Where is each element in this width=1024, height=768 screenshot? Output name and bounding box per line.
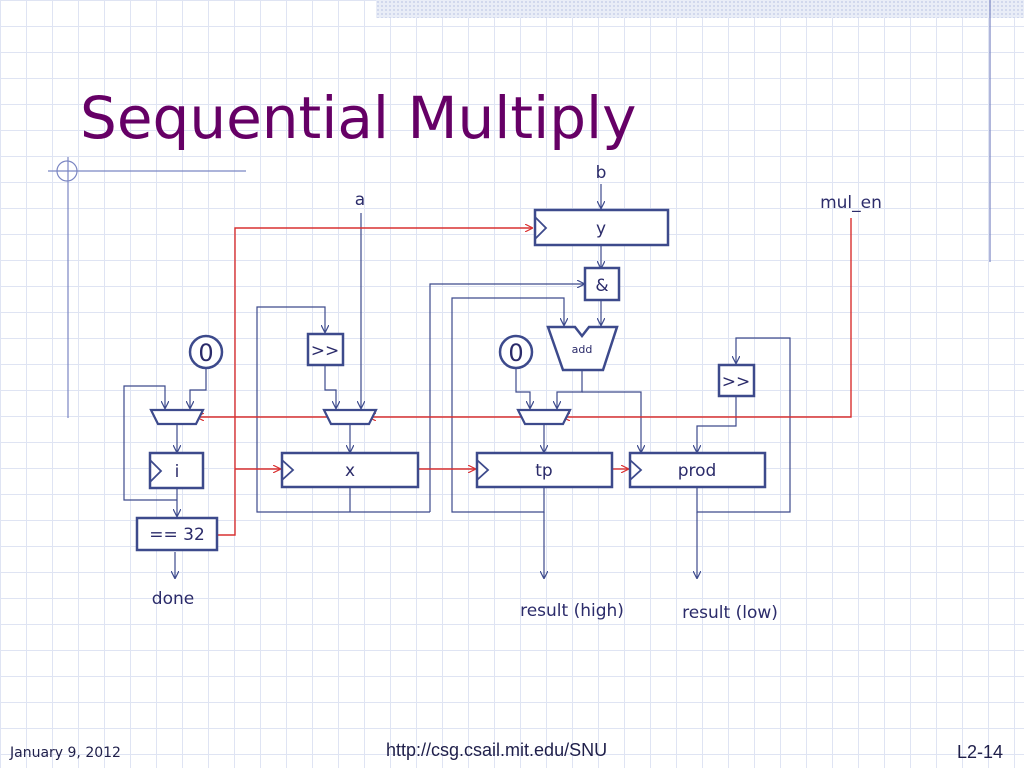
constant-zero-i: 0 [188,334,224,370]
data-wires [123,184,791,578]
header-band [376,0,1024,18]
page-number: L2-14 [957,742,1004,762]
register-prod-label: prod [678,461,717,481]
output-result-low-label: result (low) [682,603,778,623]
shift-right-prod-label: >> [722,372,751,392]
footer-url[interactable]: http://csg.csail.mit.edu/SNU [386,740,608,760]
output-done-label: done [152,589,194,609]
mux-tp [516,408,572,426]
shift-right-prod: >> [717,363,756,398]
register-tp: tp [475,451,614,489]
constant-zero-tp-label: 0 [508,339,523,367]
input-a-label: a [355,190,365,210]
compare-32-label: == 32 [149,525,205,545]
input-b-label: b [596,163,607,183]
footer-date: January 9, 2012 [10,745,121,761]
input-mul-en-label: mul_en [820,193,882,213]
register-x: x [280,451,420,489]
adder-label: add [572,343,593,356]
and-gate-label: & [595,276,608,296]
mux-i [149,408,205,426]
constant-zero-i-label: 0 [198,339,213,367]
corner-decoration [48,0,991,418]
register-i-label: i [175,462,180,482]
shift-right-x: >> [306,332,345,367]
slide-title: Sequential Multiply [80,84,637,152]
register-y-label: y [596,219,606,239]
register-prod: prod [628,451,767,489]
register-y: y [533,208,670,247]
constant-zero-tp: 0 [498,334,534,370]
mux-x [322,408,378,426]
and-gate: & [583,266,621,302]
register-tp-label: tp [535,461,552,481]
register-x-label: x [345,461,355,481]
register-i: i [148,451,205,490]
adder: add [546,325,619,372]
compare-32: == 32 [135,516,219,552]
shift-right-x-label: >> [311,341,340,361]
output-result-high-label: result (high) [520,601,624,621]
